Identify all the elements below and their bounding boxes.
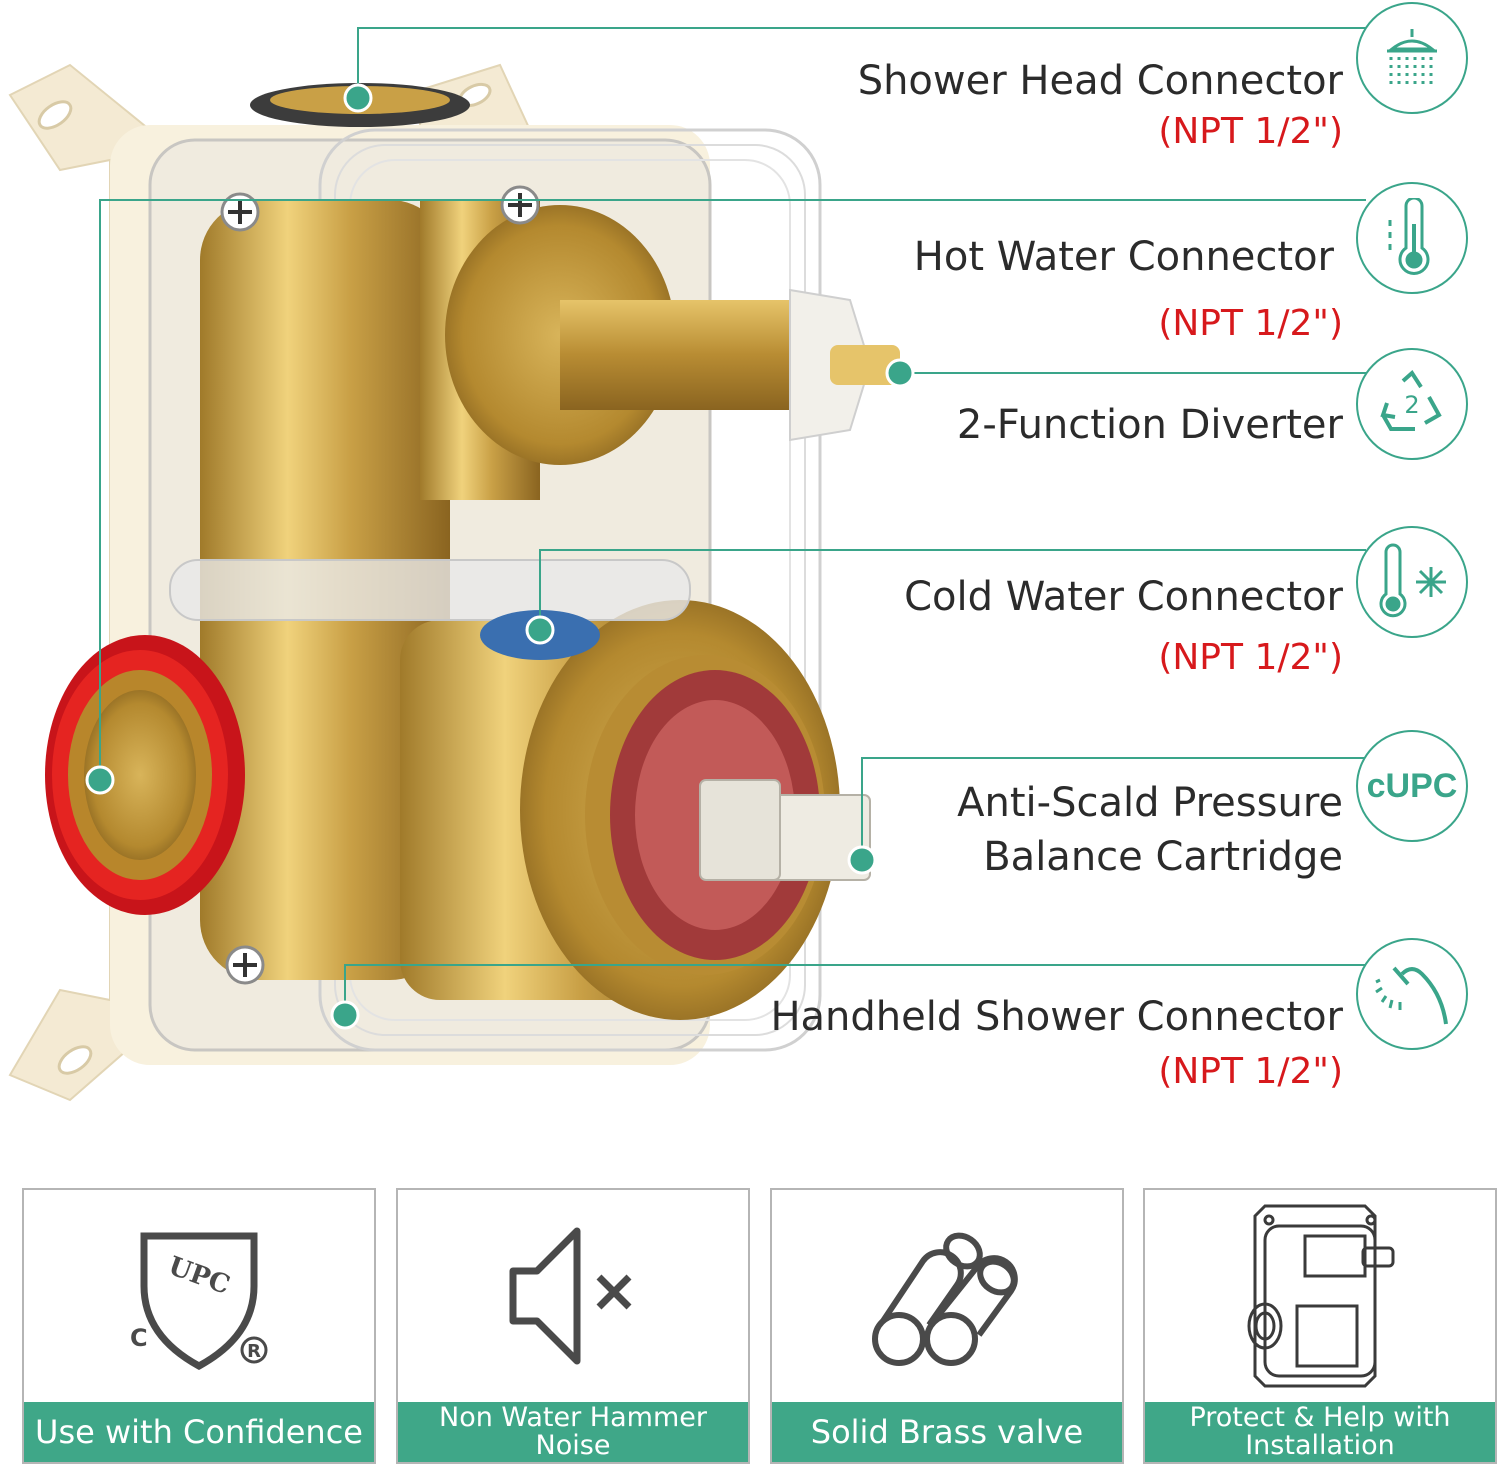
cover-screws — [220, 185, 540, 985]
feature-card-protect: Protect & Help with Installation — [1143, 1188, 1497, 1464]
callout-markers — [85, 83, 915, 1030]
handheld-shower-icon — [1356, 938, 1468, 1050]
red-inlet-ring — [45, 635, 245, 915]
callout-handheld-spec: (NPT 1/2") — [1158, 1051, 1343, 1092]
callout-handheld-label: Handheld Shower Connector — [770, 994, 1343, 1040]
callout-shower-head-spec: (NPT 1/2") — [1158, 111, 1343, 152]
feature-caption-noise: Non Water Hammer Noise — [398, 1402, 748, 1462]
recycle-2-icon: 2 — [1356, 348, 1468, 460]
feature-caption-confidence: Use with Confidence — [24, 1402, 374, 1462]
upc-shield-c: C — [130, 1324, 148, 1352]
feature-card-confidence: UPC C R Use with Confidence — [22, 1188, 376, 1464]
upc-shield-r: R — [247, 1341, 261, 1362]
svg-text:2: 2 — [1404, 391, 1419, 419]
callout-cold-water-spec: (NPT 1/2") — [1158, 637, 1343, 678]
callout-cartridge-label-line2: Balance Cartridge — [983, 834, 1343, 880]
callout-cartridge-label-line1: Anti-Scald Pressure — [957, 780, 1343, 826]
callout-hot-water-label: Hot Water Connector — [913, 234, 1334, 280]
brass-rods-icon — [772, 1190, 1122, 1402]
callout-diverter-label: 2-Function Diverter — [956, 402, 1343, 448]
speaker-mute-icon — [398, 1190, 748, 1402]
feature-caption-protect: Protect & Help with Installation — [1145, 1402, 1495, 1462]
valve-box-line-icon — [1145, 1190, 1495, 1402]
shower-head-icon — [1356, 2, 1468, 114]
cupc-icon-text: cUPC — [1366, 766, 1458, 805]
upc-shield-icon: UPC C R — [24, 1190, 374, 1402]
feature-card-noise: Non Water Hammer Noise — [396, 1188, 750, 1464]
thermometer-hot-icon — [1356, 182, 1468, 294]
callout-hot-water-spec: (NPT 1/2") — [1158, 303, 1343, 344]
valve-product-illustration — [8, 27, 1366, 1102]
callout-shower-head-label: Shower Head Connector — [857, 58, 1343, 104]
thermometer-cold-icon — [1356, 526, 1468, 638]
feature-caption-brass: Solid Brass valve — [772, 1402, 1122, 1462]
callout-cold-water-label: Cold Water Connector — [904, 574, 1343, 620]
brass-body — [169, 200, 900, 1020]
feature-card-brass: Solid Brass valve — [770, 1188, 1124, 1464]
callout-leader-lines — [99, 27, 1366, 1015]
upc-shield-text: UPC — [164, 1251, 233, 1301]
cupc-icon: cUPC — [1356, 730, 1468, 842]
